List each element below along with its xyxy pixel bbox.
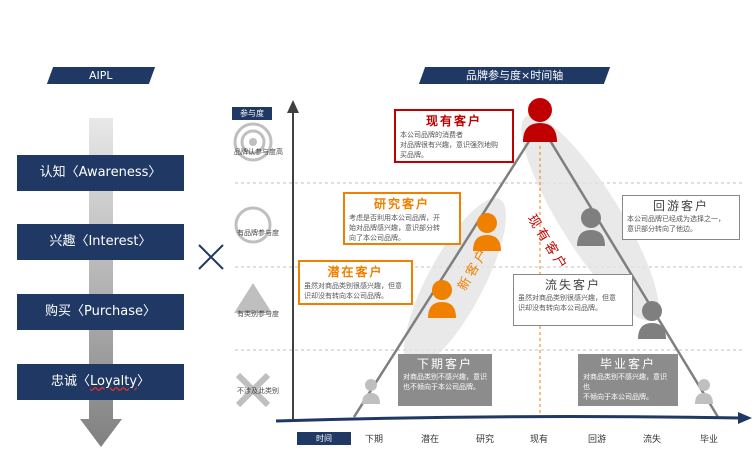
person-icon-returning bbox=[577, 208, 605, 246]
y-axis-arrow-icon bbox=[287, 100, 299, 113]
card-next-title: 下期客户 bbox=[416, 357, 473, 371]
card-potential-customer: 潜在客户 虽然对商品类别很感兴趣，但意 识却没有转向本公司品牌。 bbox=[298, 260, 413, 305]
person-icon-lost bbox=[638, 301, 666, 339]
x-tick-lost: 流失 bbox=[642, 435, 661, 445]
card-potential-title: 潜在客户 bbox=[327, 265, 384, 279]
card-returning-body: 本公司品牌已经成为选择之一， 意识部分转向了他边。 bbox=[627, 215, 725, 233]
person-icon-next bbox=[362, 379, 380, 404]
level-icon-x bbox=[235, 372, 271, 408]
x-tick-graduate: 毕业 bbox=[699, 435, 718, 445]
stage-loyalty-word: Loyalty bbox=[89, 374, 138, 389]
x-axis-arrow-icon bbox=[738, 412, 752, 424]
stage-purchase-label: 购买〈Purchase〉 bbox=[44, 304, 157, 319]
card-potential-body: 虽然对商品类别很感兴趣，但意 识却没有转向本公司品牌。 bbox=[304, 282, 402, 300]
card-lost-title: 流失客户 bbox=[544, 278, 601, 292]
level-label-high: 品牌认参与度高 bbox=[234, 148, 283, 156]
x-tick-next: 下期 bbox=[364, 435, 383, 445]
x-tick-research: 研究 bbox=[475, 435, 494, 445]
triangle-left-edge bbox=[352, 123, 542, 418]
person-icon-potential bbox=[428, 280, 456, 318]
stage-interest-label: 兴趣〈Interest〉 bbox=[49, 234, 152, 249]
card-lost-body: 虽然对商品类别很感兴趣，但意 识却没有转向本公司品牌。 bbox=[518, 294, 616, 312]
stage-awareness-label: 认知〈Awareness〉 bbox=[39, 165, 162, 180]
card-returning-title: 回游客户 bbox=[652, 199, 709, 213]
card-research-body: 考虑是否利用本公司品牌，开 始对品牌感兴趣，意识部分转 向了本公司品牌。 bbox=[349, 214, 440, 242]
level-label-category: 有类别参与度 bbox=[237, 310, 279, 318]
x-tick-returning: 回游 bbox=[587, 435, 606, 445]
card-current-body: 本公司品牌的消费者 对品牌很有兴趣，意识强烈地购 买品牌。 bbox=[400, 131, 498, 159]
card-graduate-body: 对商品类别不感兴趣，意识也 不倾向于本公司品牌。 bbox=[583, 373, 667, 401]
level-icon-rings bbox=[233, 122, 273, 162]
level-label-none: 不涉及此类别 bbox=[237, 387, 279, 395]
level-icon-circle bbox=[234, 206, 272, 244]
stage-interest: 兴趣〈Interest〉 bbox=[17, 224, 184, 260]
card-next-body: 对商品类别不感兴趣，意识 也不倾向于本公司品牌。 bbox=[403, 373, 487, 391]
x-tick-current: 现有 bbox=[529, 435, 548, 445]
card-next-customer: 下期客户 对商品类别不感兴趣，意识 也不倾向于本公司品牌。 bbox=[398, 354, 492, 406]
person-icon-current bbox=[523, 98, 557, 142]
card-lost-customer: 流失客户 虽然对商品类别很感兴趣，但意 识却没有转向本公司品牌。 bbox=[513, 274, 633, 326]
stage-awareness: 认知〈Awareness〉 bbox=[17, 155, 184, 191]
card-research-customer: 研究客户 考虑是否利用本公司品牌，开 始对品牌感兴趣，意识部分转 向了本公司品牌… bbox=[343, 192, 461, 245]
level-label-brand: 有品牌参与度 bbox=[237, 229, 279, 237]
x-axis-title: 时间 bbox=[297, 432, 351, 445]
card-graduate-title: 毕业客户 bbox=[599, 357, 656, 371]
stage-loyalty-prefix: 忠诚〈 bbox=[50, 374, 90, 389]
triangle-right-edge bbox=[538, 123, 720, 418]
stage-loyalty-suffix: 〉 bbox=[137, 374, 151, 389]
x-axis bbox=[275, 415, 743, 423]
stage-loyalty: 忠诚〈Loyalty〉 bbox=[17, 364, 184, 400]
card-research-title: 研究客户 bbox=[373, 197, 430, 211]
card-current-title: 现有客户 bbox=[425, 114, 482, 128]
y-axis-title: 参与度 bbox=[232, 107, 272, 120]
card-returning-customer: 回游客户 本公司品牌已经成为选择之一， 意识部分转向了他边。 bbox=[622, 195, 740, 240]
stage-purchase: 购买〈Purchase〉 bbox=[17, 294, 184, 330]
level-icon-triangle bbox=[234, 283, 272, 313]
card-current-customer: 现有客户 本公司品牌的消费者 对品牌很有兴趣，意识强烈地购 买品牌。 bbox=[394, 109, 514, 163]
card-graduate-customer: 毕业客户 对商品类别不感兴趣，意识也 不倾向于本公司品牌。 bbox=[578, 354, 678, 406]
multiply-icon bbox=[198, 244, 224, 270]
x-tick-potential: 潜在 bbox=[420, 435, 439, 445]
person-icon-graduate bbox=[695, 379, 713, 404]
person-icon-research bbox=[473, 213, 501, 251]
